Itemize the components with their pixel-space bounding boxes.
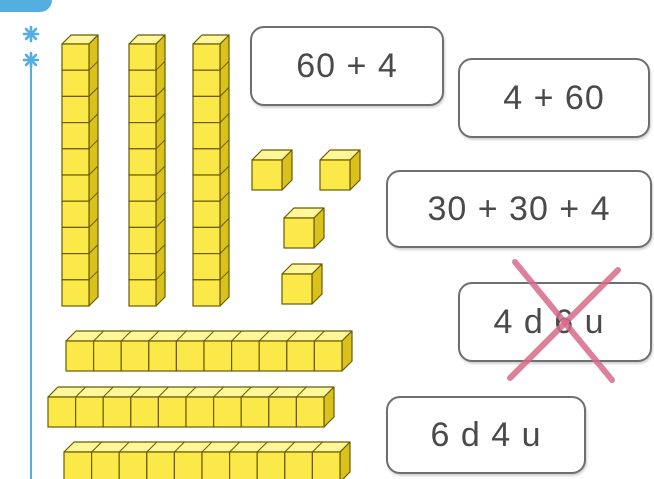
- cross-mark-icon: [510, 262, 618, 380]
